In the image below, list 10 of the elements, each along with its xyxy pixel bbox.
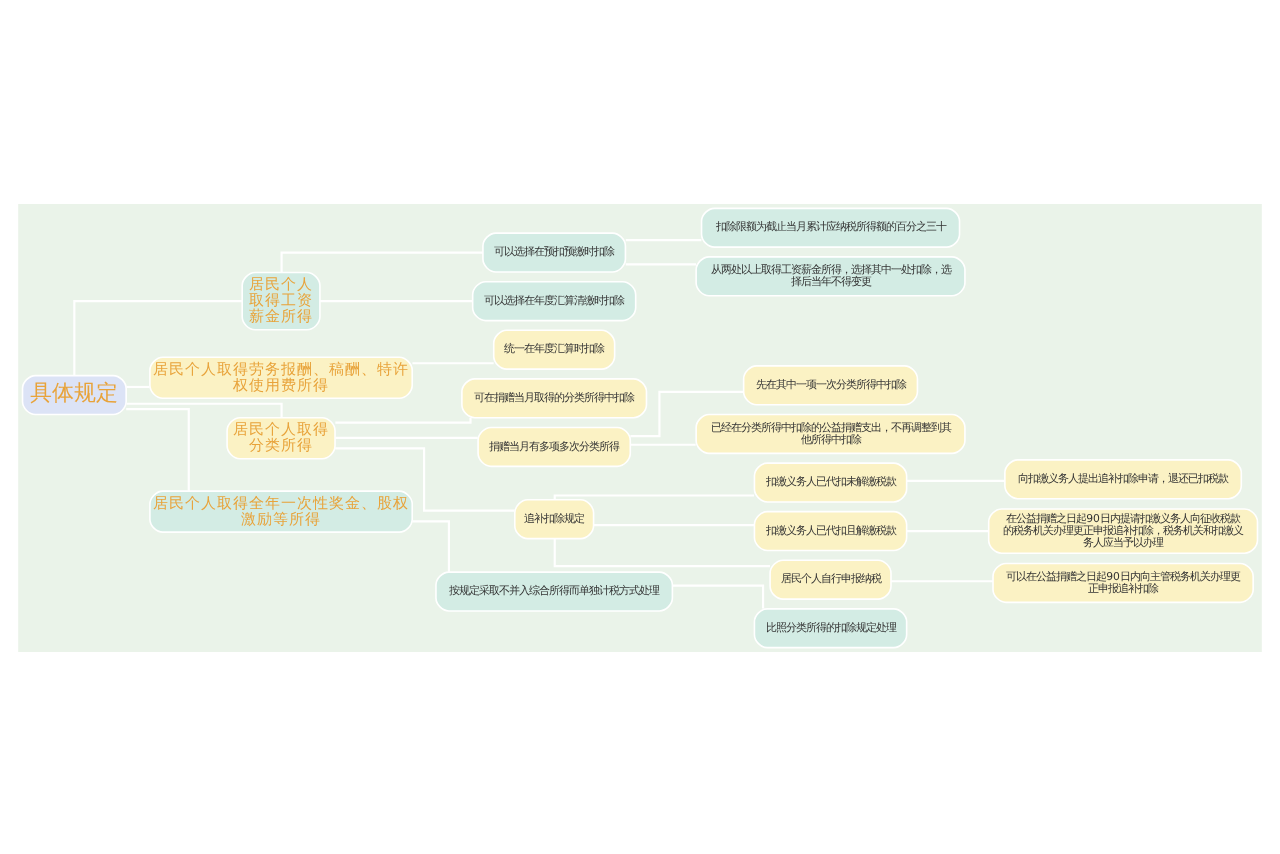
connector (335, 446, 515, 511)
connector (412, 519, 450, 571)
connector (630, 389, 744, 437)
connector (126, 401, 283, 417)
connector (553, 537, 770, 567)
connector (126, 407, 190, 490)
node-box: 具体规定 (21, 373, 127, 415)
connector (280, 250, 483, 272)
connector (672, 583, 765, 608)
connector (73, 299, 243, 375)
